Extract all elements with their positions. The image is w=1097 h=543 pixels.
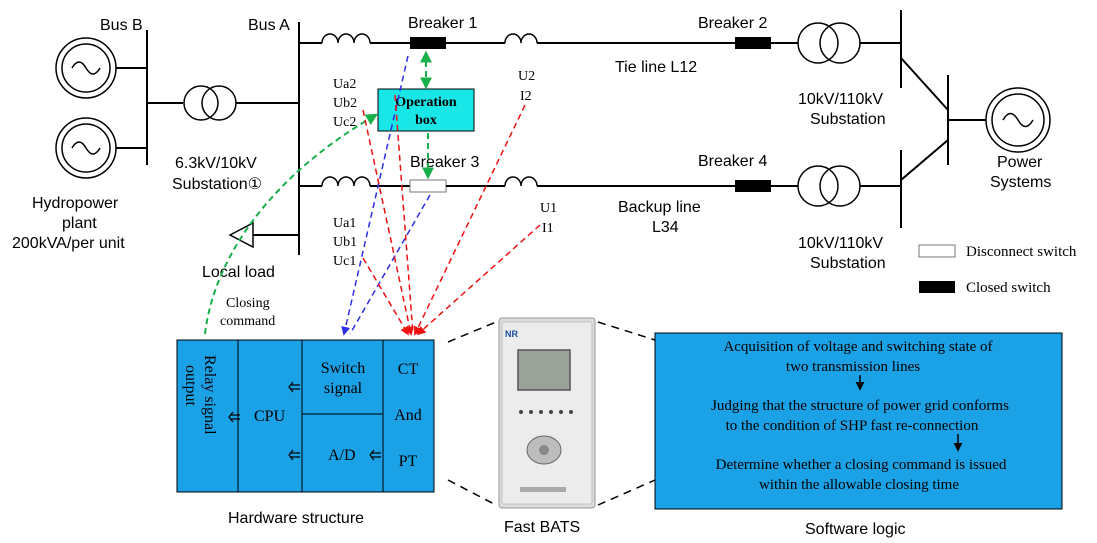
transformer-top [797, 22, 861, 64]
red-signal-ub2 [362, 109, 414, 336]
operation-box-line2: box [415, 113, 437, 128]
label-i2: I2 [520, 89, 532, 104]
hw-ct: CT [398, 361, 419, 378]
hardware-structure [176, 339, 435, 493]
hw-and: And [394, 407, 422, 424]
blue-signal-breaker1 [341, 55, 409, 336]
hw-relay-line2: output [182, 365, 199, 406]
ct-bottom-left [321, 176, 371, 187]
hydro-label-line1: Hydropower [32, 195, 119, 212]
closing-command-line1: Closing [226, 296, 270, 311]
sw-line5: Determine whether a closing command is i… [716, 457, 1007, 473]
substation-bottom-line1: 10kV/110kV [798, 235, 883, 252]
sw-caption: Software logic [805, 521, 906, 538]
label-ua2: Ua2 [333, 77, 356, 92]
tie-line-label: Tie line L12 [615, 59, 697, 76]
substation-bottom-line2: Substation [810, 255, 886, 272]
green-closing-command [204, 113, 379, 335]
substation1-line2: Substation① [172, 176, 262, 193]
operation-box [377, 88, 475, 132]
label-i1: I1 [542, 221, 554, 236]
power-systems-line1: Power [997, 154, 1043, 171]
label-uc1: Uc1 [333, 254, 356, 269]
legend-disconnect-label: Disconnect switch [966, 244, 1077, 260]
hw-switch-line1: Switch [321, 360, 365, 377]
bus-a-label: Bus A [248, 17, 290, 34]
substation-top-line1: 10kV/110kV [798, 91, 883, 108]
ct-bottom-right [504, 176, 538, 187]
label-u1: U1 [540, 201, 557, 216]
breaker-4 [735, 180, 771, 192]
hw-internal-arrows [228, 381, 381, 461]
label-uc2: Uc2 [333, 115, 356, 130]
hw-cpu: CPU [254, 408, 286, 425]
power-system-generator [985, 87, 1051, 153]
device-brand-logo: NR [505, 329, 518, 339]
red-signal-i2 [414, 104, 526, 336]
breaker-4-label: Breaker 4 [698, 153, 767, 170]
power-systems-line2: Systems [990, 174, 1051, 191]
label-ua1: Ua1 [333, 216, 356, 231]
hydro-label-line2: plant [62, 215, 97, 232]
red-signal-i1 [416, 224, 541, 336]
sw-line6: within the allowable closing time [759, 477, 959, 493]
ct-top-left [321, 33, 371, 44]
legend-closed-symbol [919, 281, 955, 293]
breaker-3-label: Breaker 3 [410, 154, 479, 171]
hydro-generator-1 [55, 37, 117, 99]
sw-line2: two transmission lines [786, 359, 920, 375]
hw-ad: A/D [328, 447, 356, 464]
backup-line-label-1: Backup line [618, 199, 701, 216]
hw-relay-line1: Relay signal [201, 355, 218, 435]
hydro-label-line3: 200kVA/per unit [12, 235, 125, 252]
transformer-substation-1 [183, 85, 237, 121]
hw-caption: Hardware structure [228, 510, 364, 527]
local-load-symbol [228, 221, 254, 249]
local-load-label: Local load [202, 264, 275, 281]
legend-disconnect-symbol [918, 244, 956, 258]
blue-signal-breaker3 [349, 194, 431, 335]
breaker-3 [409, 179, 447, 193]
label-ub1: Ub1 [333, 235, 357, 250]
closing-command-line2: command [220, 314, 275, 329]
ct-top-right [504, 33, 538, 44]
software-logic-box [654, 332, 1063, 510]
breaker-1-label: Breaker 1 [408, 15, 477, 32]
sw-line4: to the condition of SHP fast re-connecti… [726, 418, 979, 434]
fast-bats-device [498, 317, 596, 509]
sw-line3: Judging that the structure of power grid… [711, 398, 1009, 414]
hw-pt: PT [399, 453, 418, 470]
bus-b-label: Bus B [100, 17, 143, 34]
hydro-generator-2 [55, 117, 117, 179]
label-u2: U2 [518, 69, 535, 84]
label-ub2: Ub2 [333, 96, 357, 111]
legend-closed-label: Closed switch [966, 280, 1051, 296]
substation-top-line2: Substation [810, 111, 886, 128]
breaker-1 [410, 37, 446, 49]
transformer-bottom [797, 165, 861, 207]
breaker-2-label: Breaker 2 [698, 15, 767, 32]
red-signal-ub1 [362, 257, 409, 336]
device-caption: Fast BATS [504, 519, 580, 536]
breaker-2 [735, 37, 771, 49]
substation1-line1: 6.3kV/10kV [175, 155, 257, 172]
sw-line1: Acquisition of voltage and switching sta… [723, 339, 992, 355]
operation-box-line1: Operation [395, 95, 457, 110]
hw-switch-line2: signal [324, 380, 363, 397]
backup-line-label-2: L34 [652, 219, 679, 236]
